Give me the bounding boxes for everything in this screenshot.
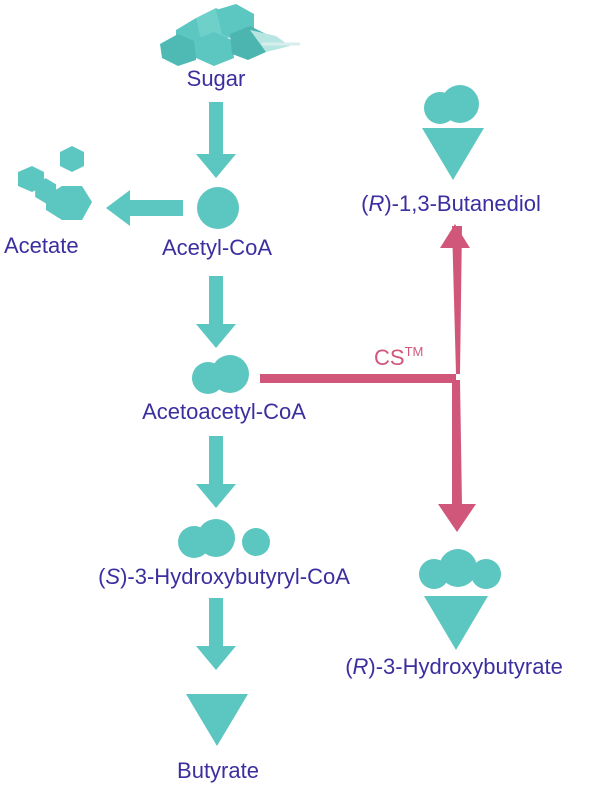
acetoacetyl-coa-icon — [192, 355, 249, 394]
hydroxybutyrate-icon — [419, 549, 501, 650]
cs-label-main: CS — [374, 345, 405, 370]
hydroxybutyryl-coa-name: -3-Hydroxybutyryl-CoA — [127, 564, 350, 589]
butyrate-icon — [186, 694, 248, 746]
arrow-acetyl-coa-to-acetoacetyl-coa — [196, 276, 236, 348]
cs-label: CSTM — [374, 345, 423, 369]
acetate-label: Acetate — [4, 233, 79, 258]
butanediol-prefix: R — [368, 191, 385, 216]
acetyl-coa-icon — [197, 187, 239, 229]
cs-branch-arrows — [260, 224, 476, 532]
arrow-acetyl-coa-to-acetate — [106, 190, 183, 226]
hydroxybutyryl-coa-icon — [178, 519, 270, 558]
hydroxybutyryl-coa-label: (S)-3-Hydroxybutyryl-CoA — [98, 564, 350, 589]
sugar-label: Sugar — [186, 66, 246, 91]
acetyl-coa-label: Acetyl-CoA — [161, 235, 273, 260]
arrow-sugar-to-acetyl-coa — [196, 102, 236, 178]
hydroxybutyrate-name: -3-Hydroxybutyrate — [375, 654, 563, 679]
butanediol-icon — [422, 85, 484, 180]
acetate-icon — [18, 146, 92, 220]
hydroxybutyryl-coa-prefix: S — [105, 564, 121, 589]
butanediol-label: (R)-1,3-Butanediol — [361, 191, 541, 216]
cs-label-trademark: TM — [404, 344, 424, 359]
sugar-icon — [160, 4, 300, 66]
butanediol-name: -1,3-Butanediol — [391, 191, 541, 216]
butyrate-label: Butyrate — [177, 758, 259, 783]
arrow-hydroxybutyryl-coa-to-butyrate — [196, 598, 236, 670]
acetoacetyl-coa-label: Acetoacetyl-CoA — [142, 399, 306, 424]
hydroxybutyrate-label: (R)-3-Hydroxybutyrate — [345, 654, 563, 679]
arrow-acetoacetyl-coa-to-hydroxybutyryl-coa — [196, 436, 236, 508]
hydroxybutyrate-prefix: R — [352, 654, 369, 679]
